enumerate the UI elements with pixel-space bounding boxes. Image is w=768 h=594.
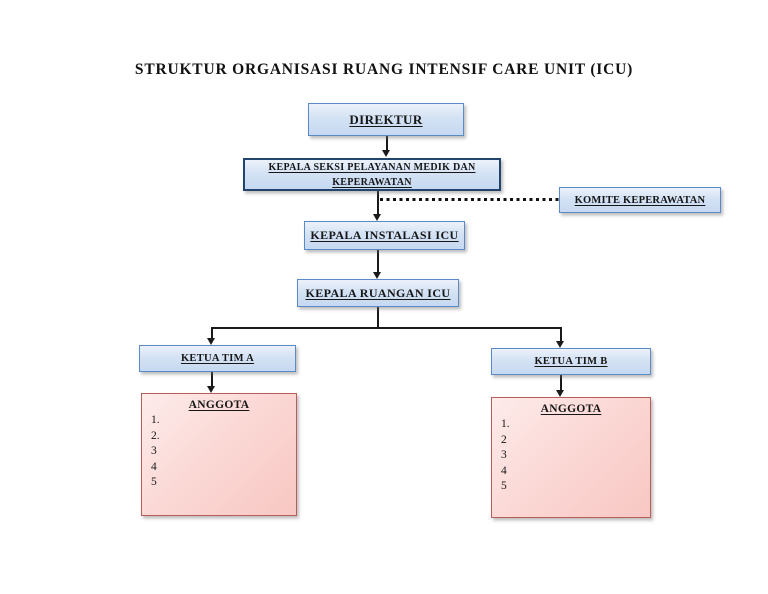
node-anggota-tim-b: ANGGOTA 1. 2 3 4 5 [491,397,651,518]
node-ketua-tim-b-label: KETUA TIM B [534,356,608,367]
arrowhead-ketua-a-anggota [207,386,215,393]
anggota-b-item: 4 [501,464,507,477]
node-kepala-instalasi-label: KEPALA INSTALASI ICU [310,228,459,242]
anggota-b-item: 3 [501,449,507,461]
node-kepala-ruangan-label: KEPALA RUANGAN ICU [305,285,451,300]
anggota-a-title: ANGGOTA [188,399,250,411]
node-ketua-tim-a: KETUA TIM A [139,345,296,372]
anggota-b-item: 5 [501,480,507,492]
node-komite-label: KOMITE KEPERAWATAN [574,194,706,206]
arrowhead-branch-left [207,338,215,345]
connector-ketua-a-anggota [211,372,213,386]
node-kepala-ruangan-icu: KEPALA RUANGAN ICU [297,279,459,307]
arrowhead-branch-right [556,341,564,348]
connector-seksi-instalasi [377,191,379,214]
arrowhead-instalasi-ruangan [373,272,381,279]
arrowhead-direktur-seksi [382,150,390,157]
anggota-b-item: 1. [501,418,510,430]
anggota-b-title: ANGGOTA [540,403,602,415]
connector-branch-left [211,327,213,338]
page-title: STRUKTUR ORGANISASI RUANG INTENSIF CARE … [134,61,634,78]
anggota-a-item: 3 [151,445,157,457]
anggota-a-item: 4 [151,460,157,473]
node-ketua-tim-a-label: KETUA TIM A [180,353,255,364]
node-komite-keperawatan: KOMITE KEPERAWATAN [559,187,721,213]
arrowhead-ketua-b-anggota [556,390,564,397]
node-direktur-label: DIREKTUR [349,111,423,127]
node-ketua-tim-b: KETUA TIM B [491,348,651,375]
anggota-b-list: 1. 2 3 4 5 [492,417,650,495]
connector-ruangan-stem [377,307,379,328]
anggota-a-item: 5 [151,476,157,488]
arrowhead-seksi-instalasi [373,214,381,221]
anggota-a-item: 1. [151,414,160,426]
node-kepala-seksi-label-line1: KEPALA SEKSI PELAYANAN MEDIK DAN [268,161,476,173]
connector-ketua-b-anggota [560,375,562,390]
node-direktur: DIREKTUR [308,103,464,136]
connector-instalasi-ruangan [377,250,379,272]
anggota-a-item: 2. [151,429,160,442]
anggota-a-list: 1. 2. 3 4 5 [142,413,296,491]
connector-branch-horizontal [211,327,562,329]
anggota-b-item: 2 [501,433,507,446]
node-anggota-tim-a: ANGGOTA 1. 2. 3 4 5 [141,393,297,516]
node-kepala-instalasi-icu: KEPALA INSTALASI ICU [304,221,465,250]
connector-dotted-komite [380,198,559,201]
connector-direktur-seksi [386,136,388,151]
node-kepala-seksi-label-line2: KEPERAWATAN [332,176,412,188]
node-kepala-seksi: KEPALA SEKSI PELAYANAN MEDIK DAN KEPERAW… [243,158,501,191]
connector-branch-right [560,327,562,341]
